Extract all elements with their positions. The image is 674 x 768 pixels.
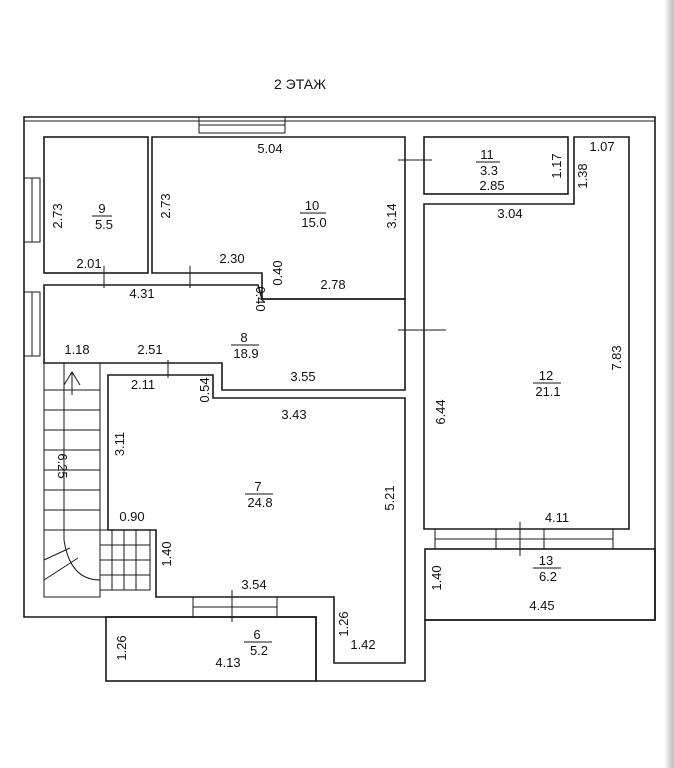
svg-text:21.1: 21.1 <box>535 384 560 399</box>
dim-4-31: 4.31 <box>129 286 154 301</box>
dimension-labels: 5.04 2.73 2.73 3.14 1.17 1.07 2.85 1.38 … <box>50 139 624 670</box>
exterior-wall <box>23 116 656 682</box>
svg-text:12: 12 <box>539 368 553 383</box>
dim-1-18: 1.18 <box>64 342 89 357</box>
room-label-10: 10 15.0 <box>300 198 327 230</box>
svg-text:8: 8 <box>240 330 247 345</box>
svg-text:18.9: 18.9 <box>233 346 258 361</box>
room-9-walls <box>43 136 149 274</box>
dim-1-38: 1.38 <box>575 163 590 188</box>
svg-text:15.0: 15.0 <box>301 215 326 230</box>
dim-4-45: 4.45 <box>529 598 554 613</box>
svg-text:13: 13 <box>539 553 553 568</box>
svg-text:6: 6 <box>253 627 260 642</box>
svg-text:6.2: 6.2 <box>539 569 557 584</box>
dim-3-54: 3.54 <box>241 577 266 592</box>
dim-4-11: 4.11 <box>545 510 569 525</box>
exterior-wall-inner-line <box>23 116 656 122</box>
dim-2-11: 2.11 <box>131 377 155 392</box>
svg-text:3.3: 3.3 <box>480 163 498 178</box>
dim-3-14: 3.14 <box>384 203 399 228</box>
room-12-walls <box>423 136 630 530</box>
room-label-6: 6 5.2 <box>244 627 272 658</box>
dim-2-73-room9: 2.73 <box>50 203 65 228</box>
dim-0-54: 0.54 <box>197 377 212 402</box>
dim-2-73-room10: 2.73 <box>158 193 173 218</box>
dim-0-40-hall: 0.40 <box>253 286 268 311</box>
dim-1-07: 1.07 <box>589 139 614 154</box>
room-label-7: 7 24.8 <box>245 479 273 510</box>
dim-2-78: 2.78 <box>320 277 345 292</box>
room-6-walls <box>105 616 317 682</box>
dim-3-43: 3.43 <box>281 407 306 422</box>
dim-3-11: 3.11 <box>112 432 127 456</box>
dim-2-85: 2.85 <box>479 178 504 193</box>
room-7-walls <box>107 374 406 664</box>
dim-1-40-room13: 1.40 <box>429 565 444 590</box>
dim-1-40-room7: 1.40 <box>159 541 174 566</box>
room-8-walls <box>43 284 406 391</box>
room-11-walls <box>423 136 569 195</box>
dim-5-21: 5.21 <box>382 485 397 510</box>
dim-5-04: 5.04 <box>257 141 282 156</box>
dim-0-40-room10: 0.40 <box>270 260 285 285</box>
room-label-8: 8 18.9 <box>231 330 259 361</box>
room-label-13: 13 6.2 <box>533 553 561 584</box>
dim-2-30: 2.30 <box>219 251 244 266</box>
staircase <box>43 362 151 598</box>
dim-4-13: 4.13 <box>215 655 240 670</box>
dim-0-90: 0.90 <box>119 509 144 524</box>
dim-1-17: 1.17 <box>549 153 564 178</box>
dim-3-55: 3.55 <box>290 369 315 384</box>
page-edge-shadow <box>664 0 674 768</box>
dim-6-25: 6.25 <box>55 453 70 478</box>
svg-text:5.2: 5.2 <box>250 643 268 658</box>
dim-2-51: 2.51 <box>137 342 162 357</box>
room-label-11: 11 3.3 <box>476 147 500 178</box>
floor-title: 2 ЭТАЖ <box>274 76 326 92</box>
dim-7-83: 7.83 <box>609 345 624 370</box>
svg-text:24.8: 24.8 <box>247 495 272 510</box>
svg-text:11: 11 <box>480 147 494 162</box>
svg-text:10: 10 <box>305 198 319 213</box>
svg-text:5.5: 5.5 <box>95 217 113 232</box>
room-label-12: 12 21.1 <box>533 368 561 399</box>
dim-6-44: 6.44 <box>433 399 448 424</box>
dim-2-01: 2.01 <box>76 256 101 271</box>
dim-1-42: 1.42 <box>350 637 375 652</box>
dim-1-26-room7: 1.26 <box>336 611 351 636</box>
dim-3-04: 3.04 <box>497 206 522 221</box>
dim-1-26-room6: 1.26 <box>114 635 129 660</box>
svg-text:9: 9 <box>98 201 105 216</box>
room-label-9: 9 5.5 <box>92 201 113 232</box>
svg-text:7: 7 <box>254 479 261 494</box>
